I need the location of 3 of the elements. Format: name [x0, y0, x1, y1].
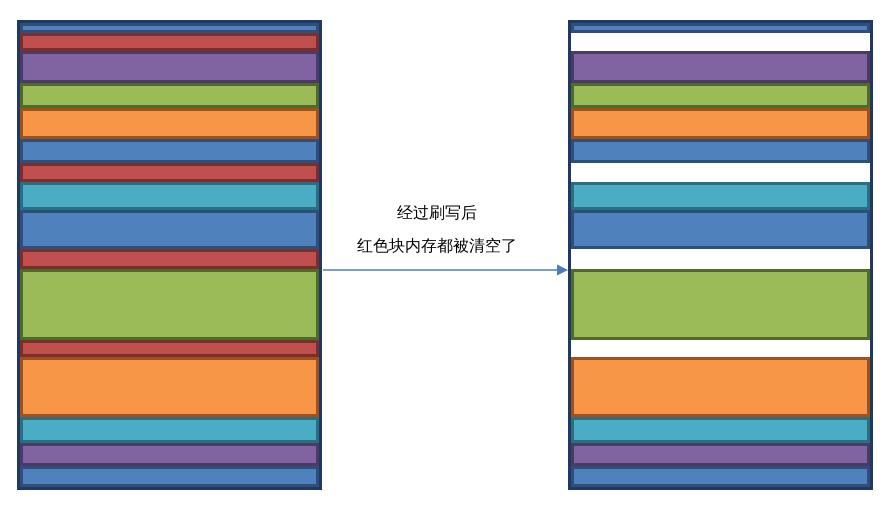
arrow — [323, 264, 568, 276]
note-text: 经过刷写后 — [397, 204, 477, 224]
note-text: 红色块内存都被清空了 — [357, 237, 517, 257]
